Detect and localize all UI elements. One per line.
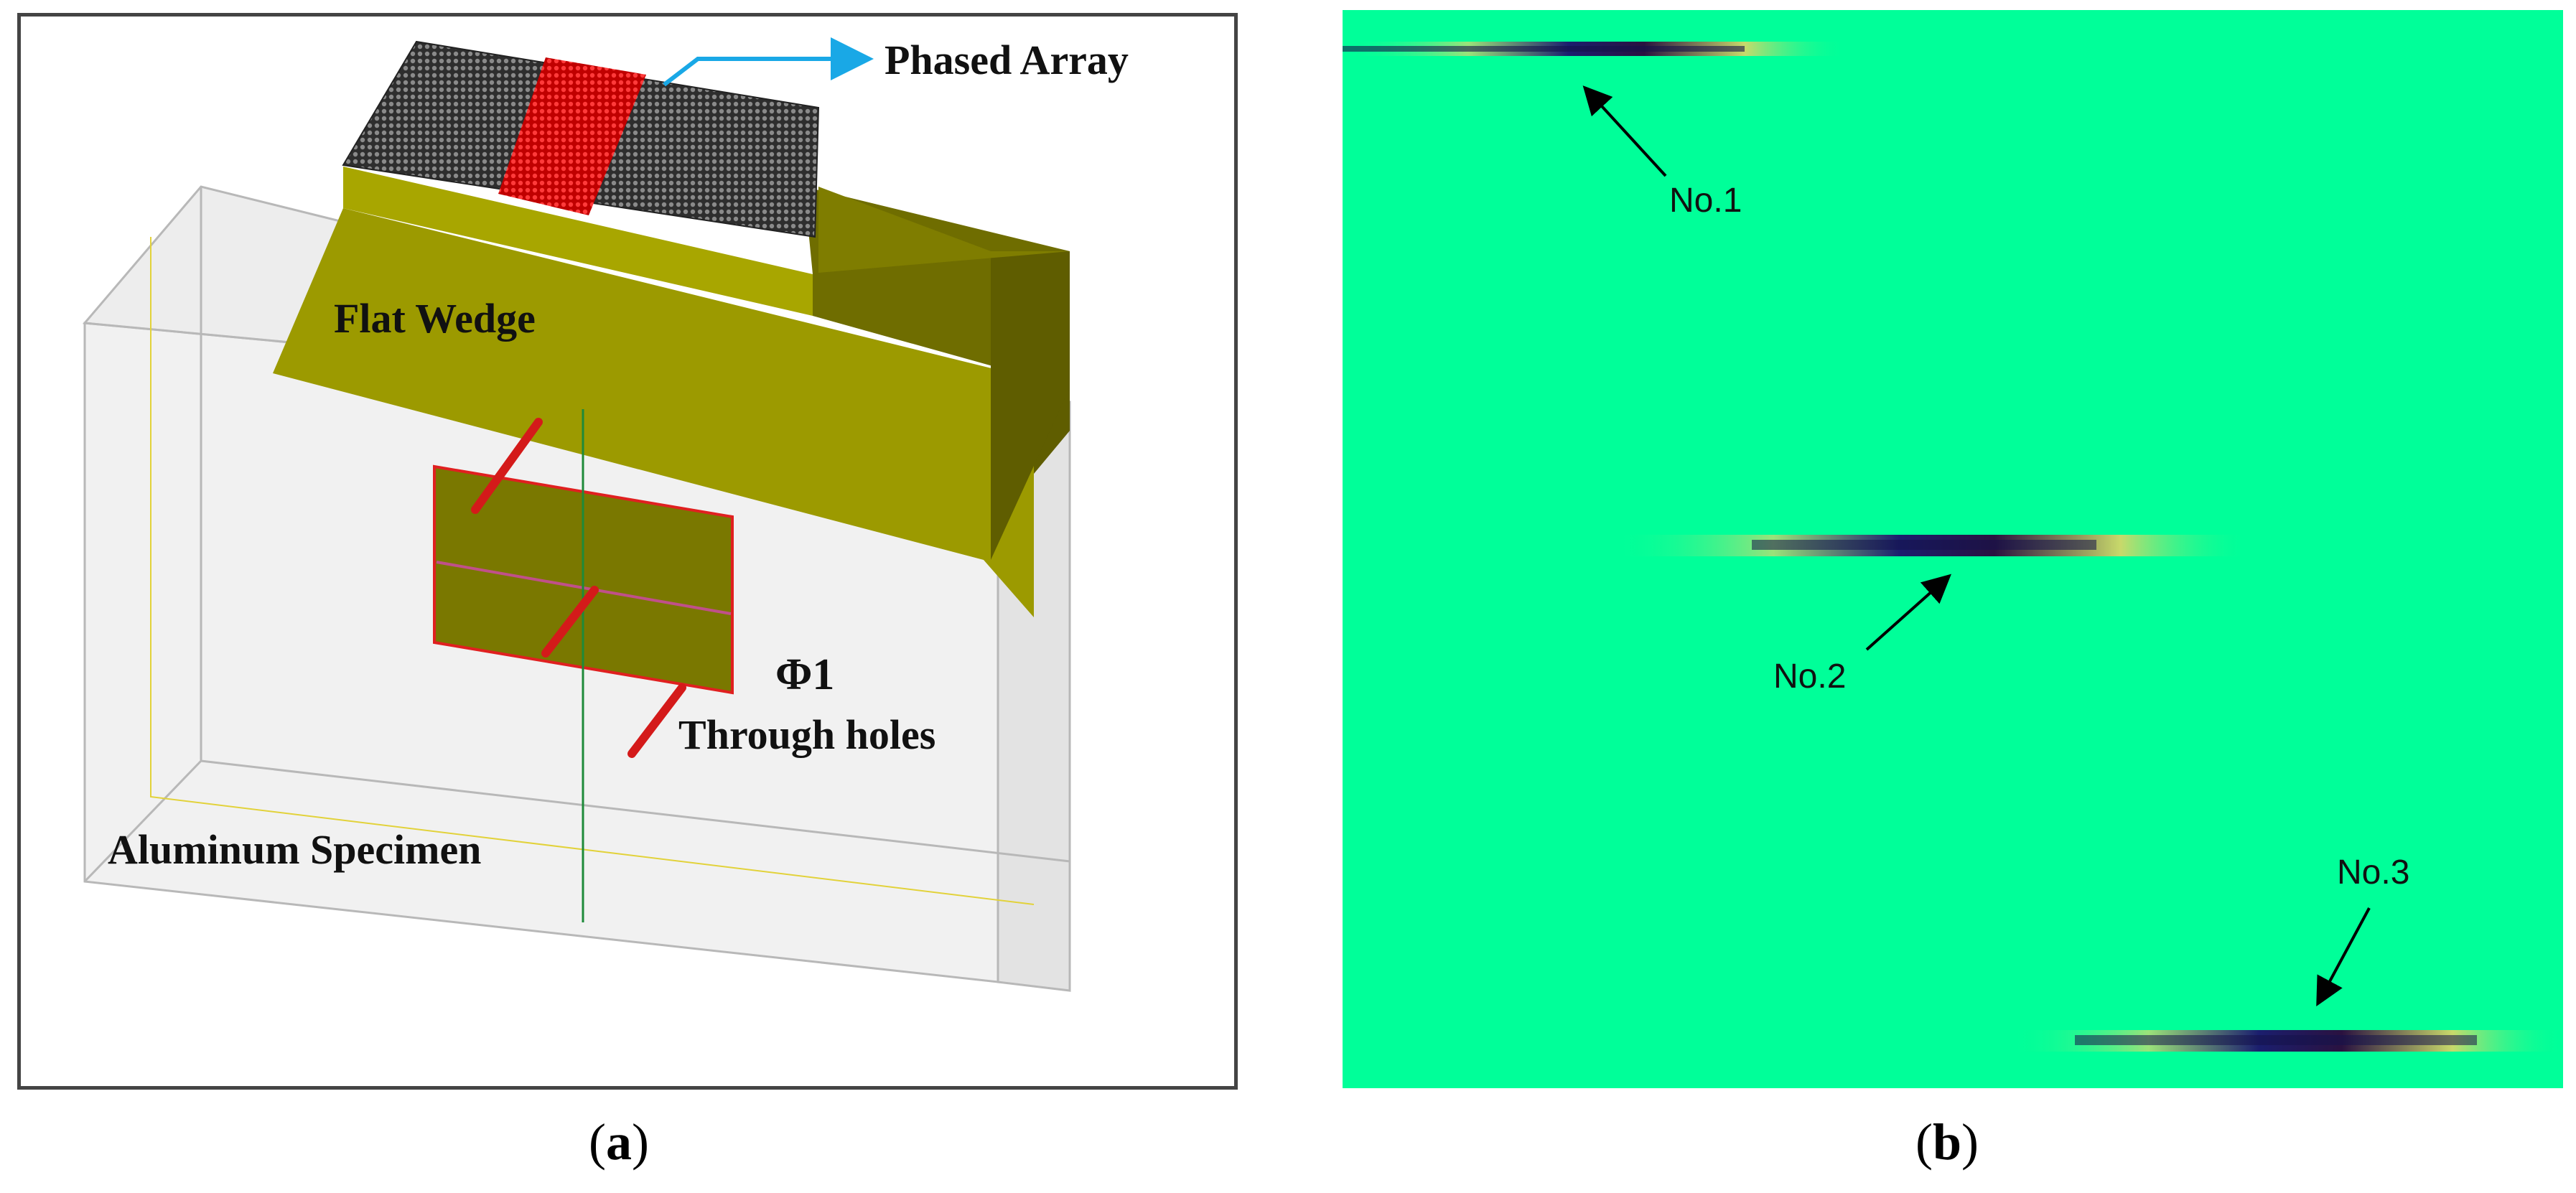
label-echo-no2: No.2: [1773, 658, 1847, 696]
label-flat-wedge: Flat Wedge: [334, 295, 536, 342]
label-phased-array: Phased Array: [885, 37, 1129, 83]
arrow-no1: [1582, 85, 1667, 177]
defect-plane: [433, 409, 734, 922]
phased-array: [342, 40, 820, 238]
through-hole-markers: [471, 418, 686, 758]
label-hole-diameter: Φ1: [775, 650, 835, 699]
label-aluminum-specimen: Aluminum Specimen: [108, 826, 482, 873]
label-echo-no3: No.3: [2337, 853, 2410, 892]
label-echo-no1: No.1: [1669, 182, 1742, 220]
phased-array-leader: [663, 37, 874, 87]
caption-b: (b): [1915, 1113, 1979, 1171]
label-through-holes: Through holes: [678, 711, 936, 758]
echo-no2-band: [1615, 535, 2247, 556]
flat-wedge: [273, 167, 1070, 617]
arrow-no2: [1865, 574, 1951, 651]
caption-a: (a): [589, 1113, 649, 1171]
active-aperture: [498, 57, 646, 215]
echo-no3-band: [2010, 1030, 2563, 1052]
arrow-no3: [2316, 907, 2371, 1007]
echo-no1-band: [1343, 42, 1845, 56]
